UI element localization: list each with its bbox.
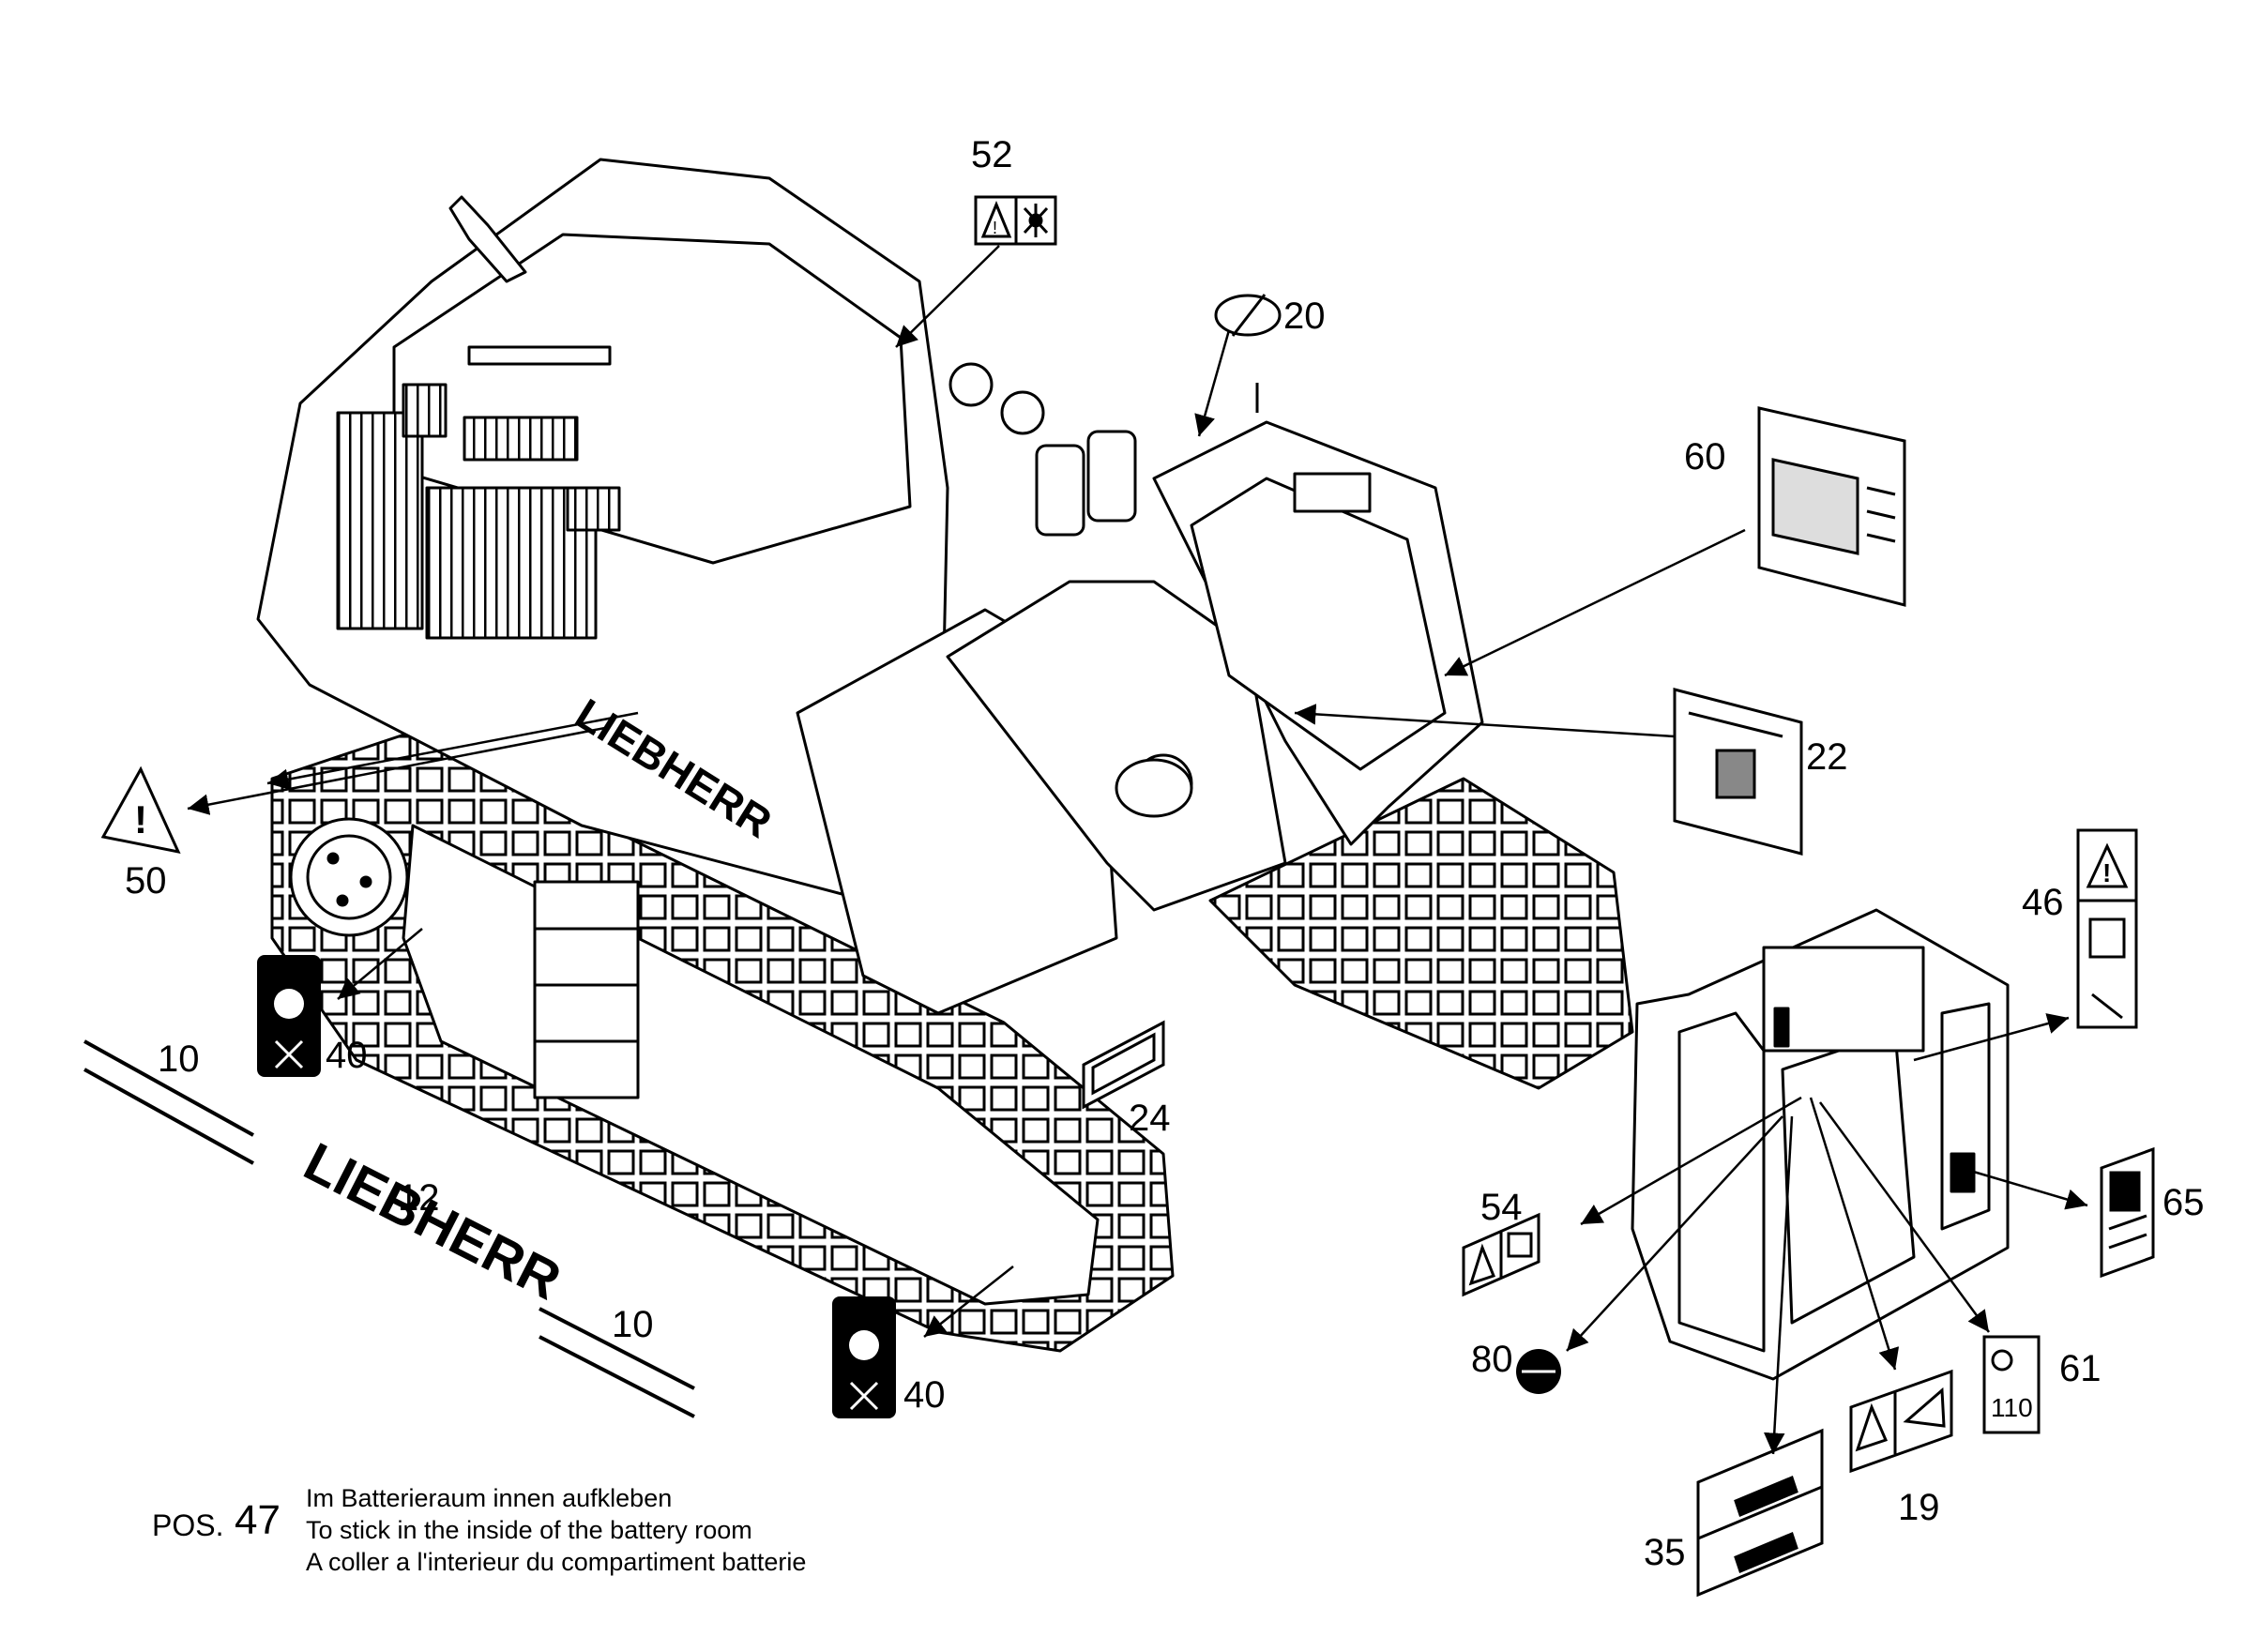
- leader-lines: [187, 245, 2088, 1455]
- pos-label: POS.: [152, 1508, 224, 1542]
- no-entry-icon: [849, 1330, 879, 1360]
- excavator-drawing: LIEBHERR: [256, 158, 1634, 1353]
- callout-24: 24: [1129, 1098, 1171, 1139]
- sticker-60: [1757, 406, 1906, 607]
- callout-20: 20: [1283, 296, 1326, 337]
- operator-manual-icon: [2088, 917, 2126, 959]
- sticker-22: [1673, 688, 1803, 856]
- sticker-40b: [832, 1296, 896, 1418]
- right-track: [1208, 777, 1634, 1090]
- callout-12: 12: [398, 1177, 440, 1219]
- pos-number: 47: [235, 1497, 281, 1543]
- exhaust-stack: [448, 195, 527, 283]
- no-entry-icon: [274, 989, 304, 1019]
- note-line-fr: A coller a l'interieur du compartiment b…: [306, 1548, 807, 1576]
- cab-frame-drawing: [1631, 908, 2010, 1381]
- svg-text:!: !: [2102, 858, 2111, 887]
- sticker-80: [1516, 1349, 1561, 1394]
- stripe-decal-10b: [539, 1307, 695, 1418]
- sticker-46: !: [2076, 828, 2138, 1029]
- callout-10a: 10: [158, 1038, 200, 1080]
- warning-triangle-icon: [980, 201, 1012, 238]
- callout-35: 35: [1644, 1532, 1686, 1573]
- sticker-61-value: 110: [1991, 1393, 2033, 1422]
- sticker-61: 110: [1982, 1335, 2041, 1434]
- sticker-19: [1849, 1369, 1953, 1474]
- callout-46: 46: [2022, 882, 2064, 923]
- warning-triangle-icon: [1468, 1243, 1495, 1286]
- sticker-54: [1462, 1212, 1540, 1297]
- fan-icon: [1023, 204, 1049, 237]
- sticker-35: [1696, 1428, 1824, 1598]
- sticker-40a: [257, 955, 321, 1077]
- warning-triangle-icon: [2086, 842, 2129, 888]
- operator-manual-icon: [1507, 1232, 1533, 1258]
- warning-triangle-icon: [1855, 1402, 1889, 1452]
- callout-19: 19: [1898, 1487, 1940, 1528]
- callout-61: 61: [2059, 1348, 2102, 1389]
- callout-40b: 40: [903, 1374, 946, 1416]
- engine-hood: [392, 233, 912, 565]
- access-ladder: [533, 880, 640, 1099]
- sticker-50: !: [100, 765, 181, 855]
- side-grill: [336, 411, 424, 630]
- callout-52: 52: [971, 134, 1013, 175]
- sticker-52: !: [974, 195, 1057, 246]
- callout-22: 22: [1806, 736, 1848, 778]
- brand-lettering-decal-12: LIEBHERR: [295, 1131, 570, 1312]
- callout-40a: 40: [326, 1035, 368, 1076]
- stripe-decal-10a: [83, 1039, 254, 1165]
- callout-80: 80: [1471, 1339, 1513, 1380]
- warning-triangle-icon: [100, 765, 181, 855]
- callout-54: 54: [1480, 1187, 1523, 1228]
- svg-text:!: !: [134, 797, 147, 841]
- svg-text:!: !: [993, 219, 997, 237]
- sticker-20: [1214, 294, 1282, 337]
- callout-65: 65: [2162, 1182, 2205, 1223]
- callout-50: 50: [125, 860, 167, 902]
- callout-10b: 10: [612, 1304, 654, 1345]
- callout-numbers: 52 20 60 22 50 40 40 10 10 12 24 46 54 6…: [125, 134, 2205, 1573]
- boom-foot: [946, 580, 1287, 912]
- sticker-65: [2100, 1146, 2155, 1279]
- note-line-en: To stick in the inside of the battery ro…: [306, 1516, 752, 1544]
- callout-60: 60: [1684, 436, 1726, 477]
- sticker-24: [1082, 1020, 1165, 1110]
- note-line-de: Im Batterieraum innen aufkleben: [306, 1484, 673, 1512]
